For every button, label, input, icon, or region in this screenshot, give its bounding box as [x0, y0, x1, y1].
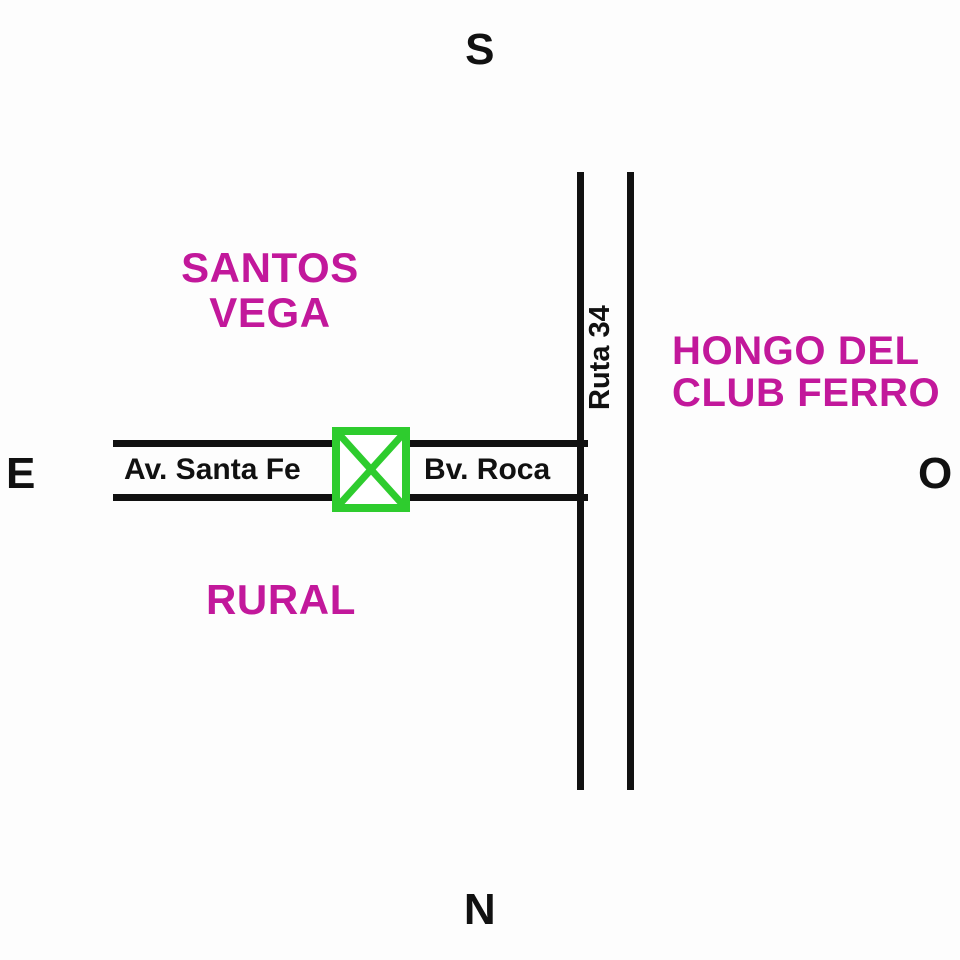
street-label-av-santa-fe: Av. Santa Fe — [124, 453, 301, 486]
zone-label-santos-vega: SANTOS VEGA — [181, 244, 359, 336]
street-label-ruta-34: Ruta 34 — [584, 305, 616, 410]
crossed-square-marker-icon[interactable] — [332, 427, 410, 512]
crossed-square-marker-svg — [332, 427, 410, 512]
compass-label-east: E — [6, 449, 36, 498]
street-label-bv-roca: Bv. Roca — [424, 453, 551, 486]
compass-label-north: N — [463, 885, 497, 934]
compass-label-south: S — [465, 25, 495, 74]
zone-label-hongo-del-club-ferro: HONGO DEL CLUB FERRO — [672, 329, 941, 416]
ruta34-road-left-edge — [577, 172, 584, 790]
compass-label-west: O — [918, 449, 953, 498]
ruta34-road-right-edge — [627, 172, 634, 790]
zone-label-rural: RURAL — [206, 576, 356, 623]
